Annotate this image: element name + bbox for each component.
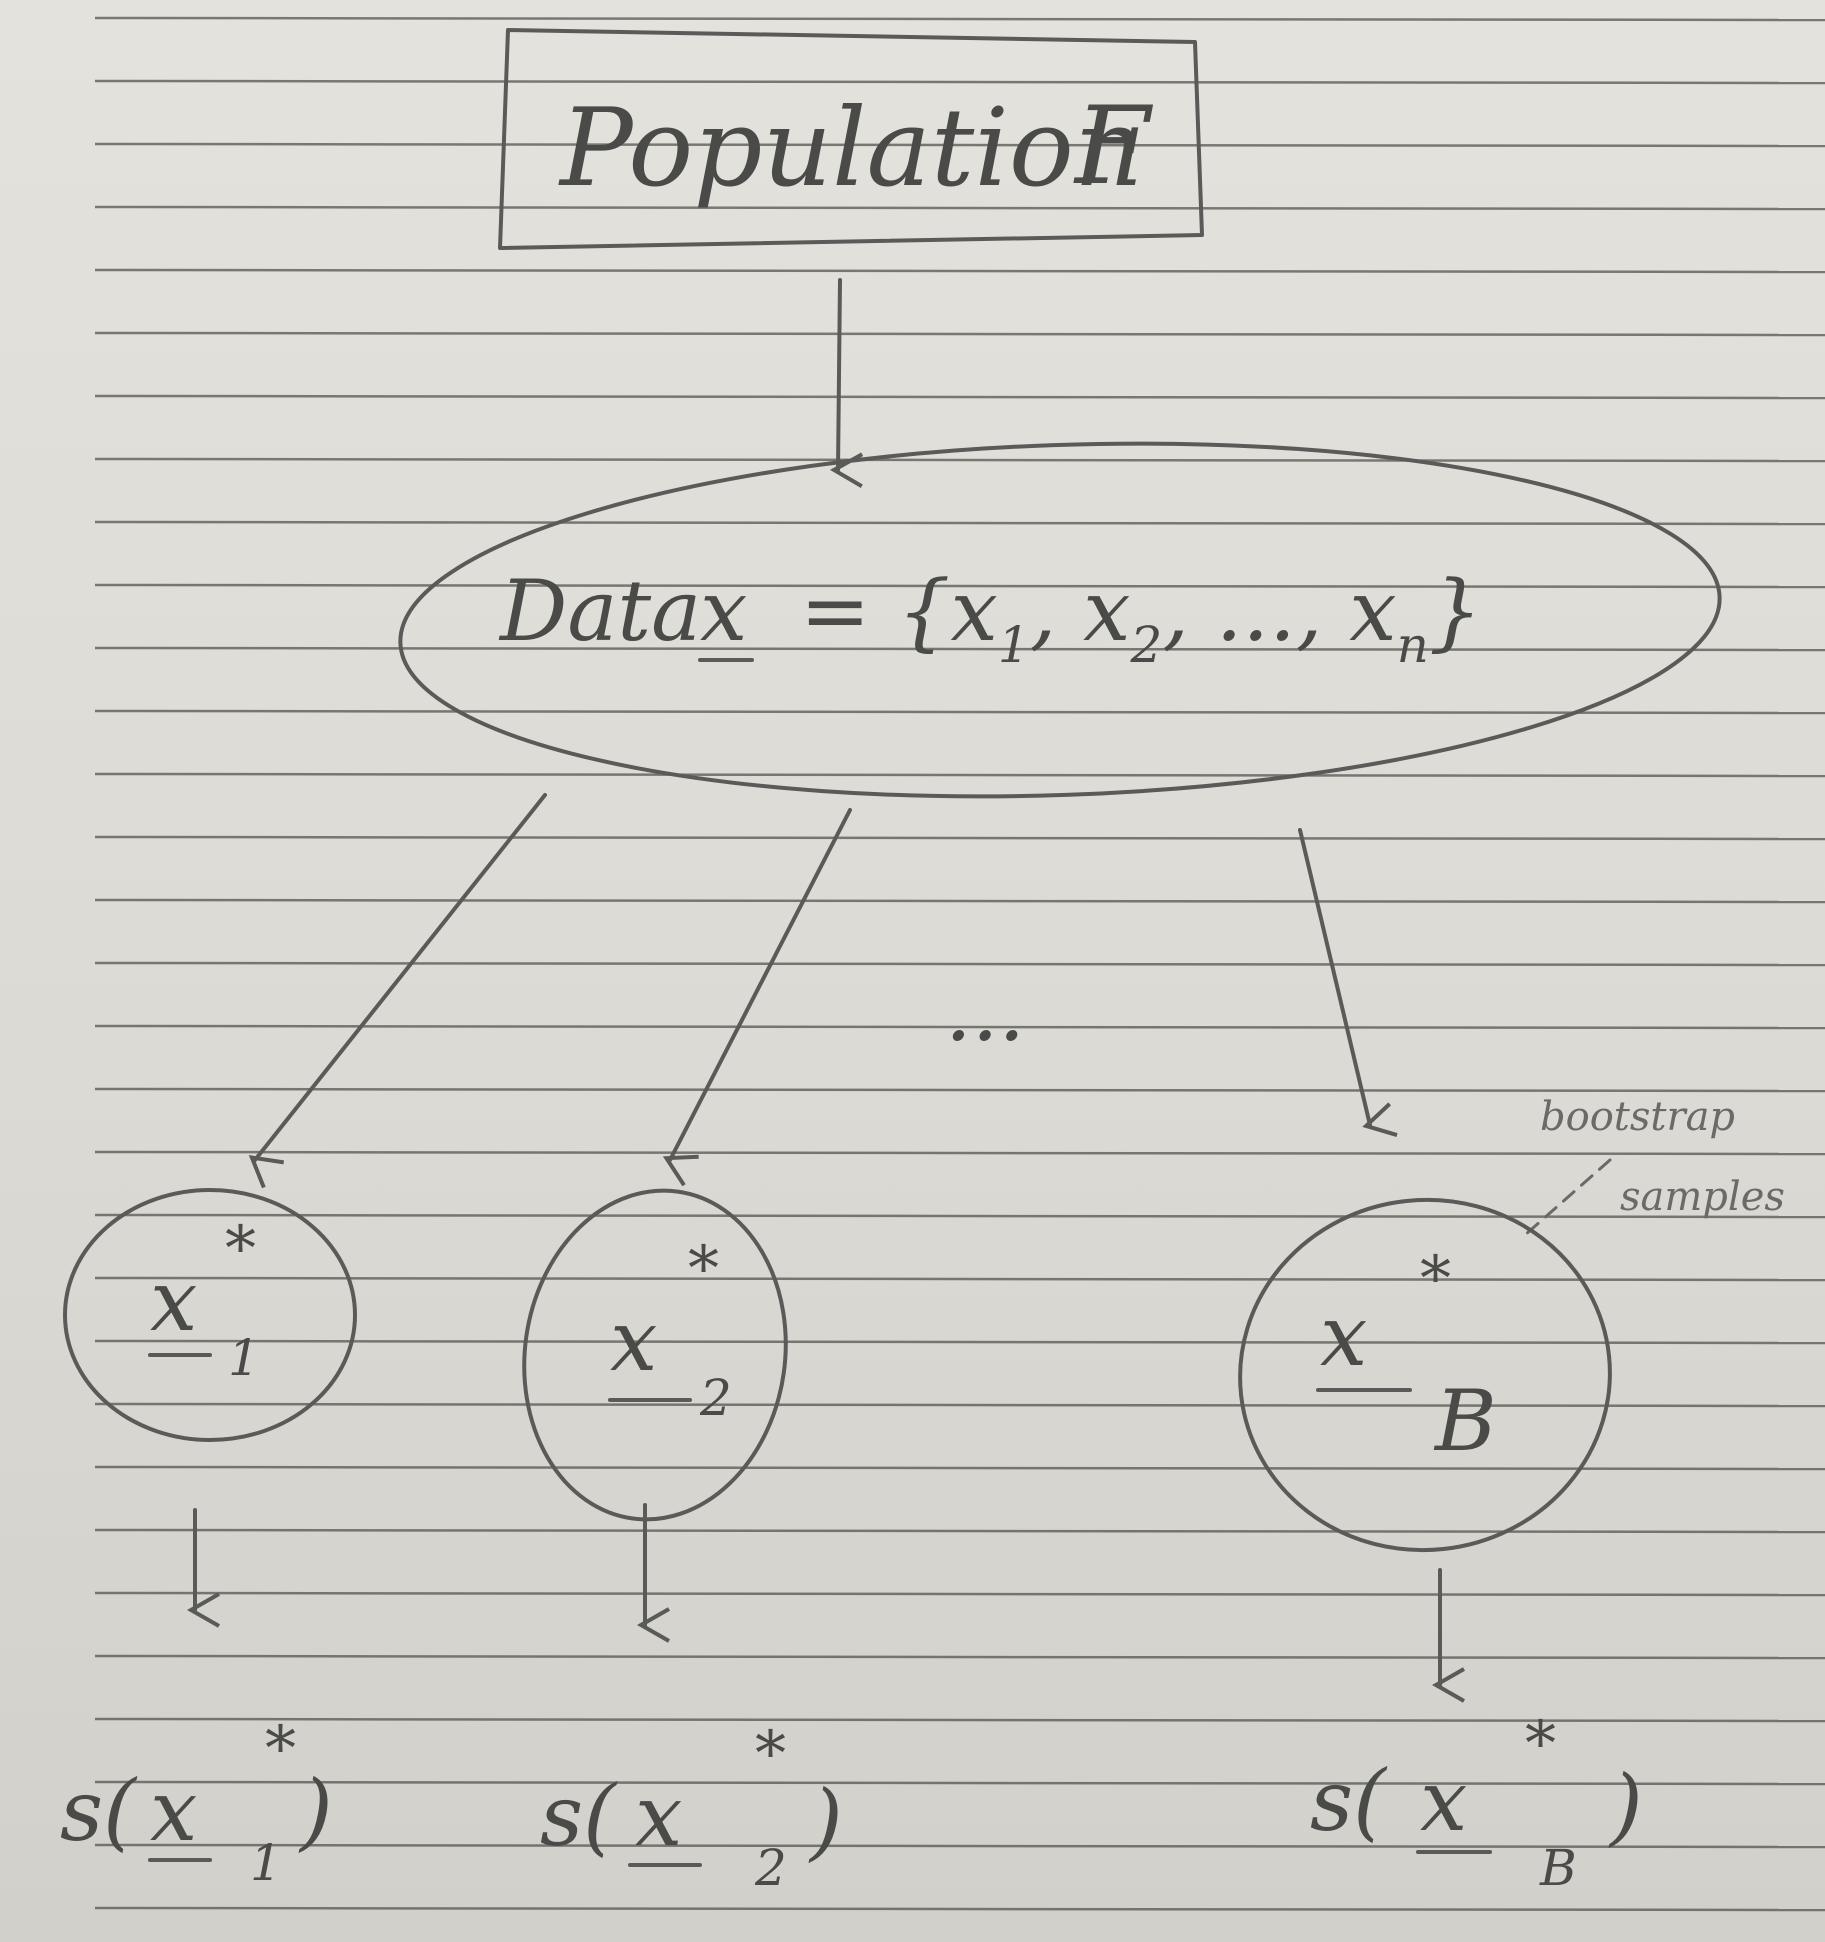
ruled-line <box>94 1213 1825 1219</box>
statistic-2-var: x <box>635 1767 682 1865</box>
arrow-data-to-sample-1 <box>248 793 547 1189</box>
annotation-line-2: samples <box>1620 1174 1785 1220</box>
statistic-2-fn: s( <box>540 1767 618 1865</box>
population-symbol: F <box>1073 84 1154 209</box>
ruled-line <box>94 331 1825 337</box>
statistic-2-close: ) <box>808 1772 843 1870</box>
ruled-line <box>94 1150 1825 1156</box>
ruled-line <box>94 205 1825 211</box>
data-node: Data x = {x1, x2, ..., xn} <box>398 441 1722 799</box>
ruled-line <box>94 520 1825 526</box>
ruled-line <box>94 1024 1825 1030</box>
ruled-line <box>94 79 1825 85</box>
sample-2-node: x * 2 <box>522 1188 788 1522</box>
ruled-line <box>94 457 1825 463</box>
ruled-line <box>94 16 1825 22</box>
sample-b-star: * <box>1420 1242 1451 1315</box>
ruled-line <box>94 1843 1825 1849</box>
ruled-line <box>94 583 1825 589</box>
ruled-line <box>94 1402 1825 1408</box>
statistic-1-sub: 1 <box>250 1834 282 1892</box>
sample-b-sub: B <box>1433 1372 1497 1470</box>
statistic-b-var: x <box>1420 1752 1467 1850</box>
statistic-b-star: * <box>1525 1707 1556 1780</box>
ruled-line <box>94 835 1825 841</box>
ruled-line <box>94 1591 1825 1597</box>
sample-b-node: x * B <box>1238 1197 1612 1553</box>
ruled-line <box>94 1906 1825 1912</box>
sample-1-star: * <box>225 1212 256 1285</box>
ruled-line <box>94 646 1825 652</box>
data-var: x <box>700 562 747 660</box>
ruled-line <box>94 1465 1825 1471</box>
sample-2-sub: 2 <box>699 1369 732 1427</box>
statistic-b-fn: s( <box>1310 1752 1388 1850</box>
statistic-1: s( x * 1 ) <box>60 1712 333 1892</box>
statistic-2-sub: 2 <box>754 1839 787 1897</box>
statistic-b-close: ) <box>1608 1757 1643 1855</box>
sample-2-var: x <box>610 1292 657 1390</box>
ruled-line <box>94 394 1825 400</box>
sample-1-sub: 1 <box>228 1329 260 1387</box>
data-set-open: = {x1, x2, ..., xn} <box>800 562 1482 674</box>
ruled-line <box>94 1654 1825 1660</box>
sample-1-var: x <box>150 1252 197 1350</box>
ruled-line <box>94 1339 1825 1345</box>
statistic-1-fn: s( <box>60 1762 138 1860</box>
ruled-line <box>94 961 1825 967</box>
annotation-line-1: bootstrap <box>1540 1094 1735 1140</box>
ruled-line <box>94 1780 1825 1786</box>
ruled-line <box>94 142 1825 148</box>
arrow-data-to-sample-2 <box>662 808 852 1187</box>
ruled-line <box>94 898 1825 904</box>
ruled-line <box>94 1087 1825 1093</box>
statistic-1-var: x <box>150 1762 197 1860</box>
ruled-line <box>94 1276 1825 1282</box>
statistic-b-sub: B <box>1539 1839 1577 1897</box>
sample-1-node: x * 1 <box>63 1188 357 1442</box>
ruled-line <box>94 1717 1825 1723</box>
ruled-line <box>94 709 1825 715</box>
ruled-line <box>94 1528 1825 1534</box>
sample-2-star: * <box>688 1232 719 1305</box>
sample-b-var: x <box>1320 1287 1367 1385</box>
ellipsis-dots: ... <box>945 962 1025 1060</box>
bootstrap-annotation: bootstrap samples <box>1523 1094 1785 1237</box>
statistic-2: s( x * 2 ) <box>540 1717 843 1897</box>
statistic-1-close: ) <box>298 1762 333 1860</box>
statistic-1-star: * <box>265 1712 296 1785</box>
data-label: Data <box>498 562 701 660</box>
ruled-line <box>94 268 1825 274</box>
arrow-population-to-data <box>829 278 864 488</box>
statistic-2-star: * <box>755 1717 786 1790</box>
arrow-data-to-sample-b <box>1298 828 1398 1137</box>
annotation-leader <box>1523 1158 1612 1237</box>
population-node: Population F <box>498 28 1204 250</box>
statistic-b: s( x * B ) <box>1310 1707 1643 1897</box>
ruled-line <box>94 772 1825 778</box>
population-label: Population <box>558 86 1143 211</box>
